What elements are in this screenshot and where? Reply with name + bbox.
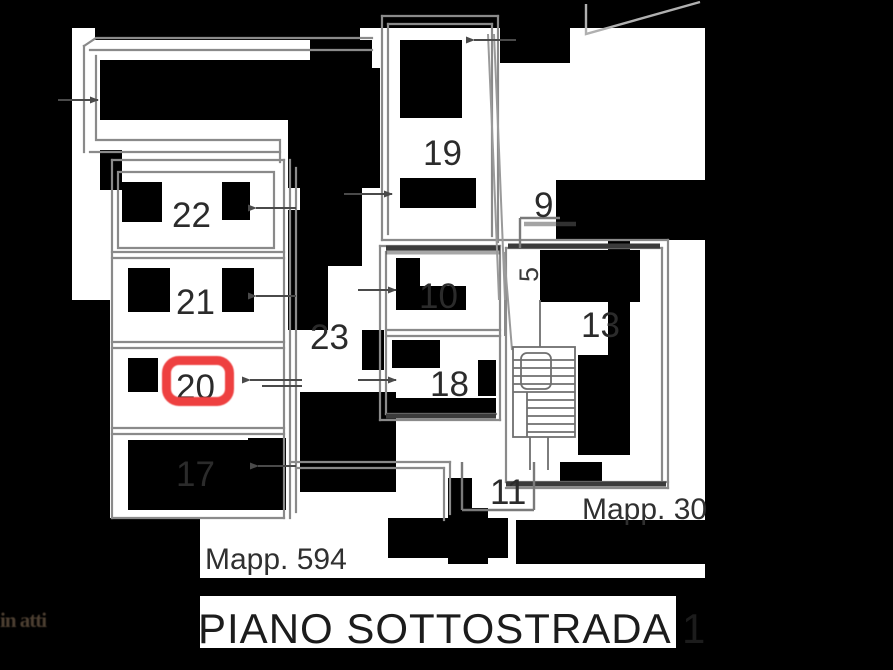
mask-room17-b	[248, 438, 286, 510]
mask-room10-a	[396, 258, 420, 290]
room-label-17: 17	[176, 455, 215, 494]
room-label-22: 22	[172, 196, 211, 235]
mask-room21-b	[222, 268, 254, 312]
mask-top-right-a	[500, 28, 570, 63]
mask-room19-b	[400, 178, 476, 208]
stamp-fragment: in atti	[0, 608, 47, 632]
mask-trianglebox-l	[570, 0, 588, 18]
mask-bottom-b	[200, 578, 893, 596]
mask-room20-a	[128, 358, 158, 392]
mask-bottom-g	[516, 520, 893, 564]
parcel-label-594: Mapp. 594	[205, 543, 347, 576]
room-label-21: 21	[176, 283, 215, 322]
mask-room18-a	[392, 340, 440, 368]
page-title: PIANO SOTTOSTRADA 1	[198, 605, 707, 652]
mask-corridor-c	[288, 210, 328, 330]
room-label-13: 13	[581, 306, 620, 345]
mask-bottom-e	[560, 462, 602, 484]
mask-left-upper	[0, 115, 58, 305]
parcel-label-30: Mapp. 30	[582, 493, 708, 526]
mask-upper-center	[100, 60, 310, 120]
room-label-10: 10	[419, 277, 458, 316]
mask-room9-gap	[556, 180, 706, 240]
room-label-9: 9	[534, 186, 554, 225]
mask-left-lower	[0, 300, 110, 530]
mask-bottom-f	[448, 478, 472, 520]
mask-room22-b	[222, 182, 250, 220]
mask-corridor-a	[288, 68, 380, 188]
room-label-18: 18	[430, 365, 469, 404]
room-label-11: 11	[490, 473, 527, 512]
mask-room13-b	[578, 355, 630, 455]
room-label-23: 23	[310, 318, 349, 357]
room-label-19: 19	[423, 134, 462, 173]
mask-room17-a	[128, 440, 248, 510]
mask-room19-a	[400, 40, 462, 118]
mask-bottom-k	[0, 648, 893, 670]
room-label-5: 5	[514, 266, 544, 282]
mask-right-gap	[608, 240, 630, 360]
mask-room10-b	[396, 286, 466, 310]
mask-left-notch	[0, 40, 50, 100]
mask-mid-gap-b	[362, 330, 384, 370]
mask-room18-c	[478, 360, 496, 396]
highlight-room-20	[162, 356, 234, 406]
mask-room21-a	[128, 268, 170, 312]
mask-room22-a	[122, 182, 162, 222]
